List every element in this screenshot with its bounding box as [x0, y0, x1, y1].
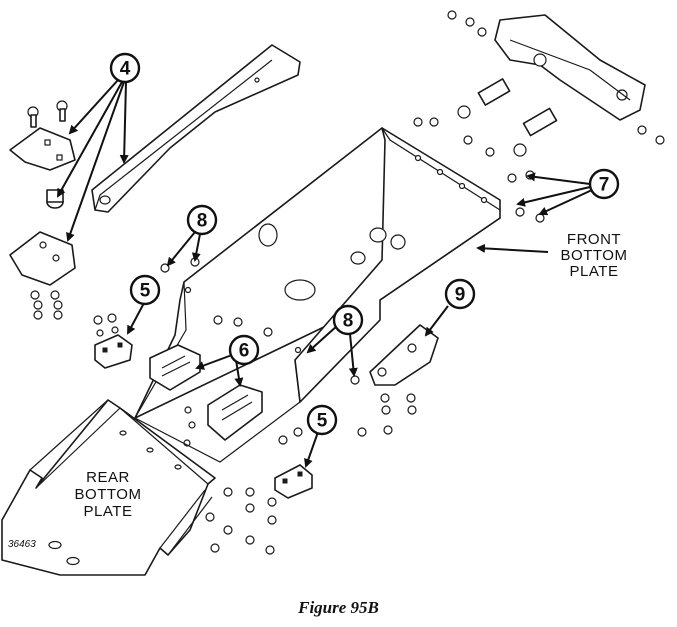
u-bracket-lower — [207, 384, 263, 441]
bracket-upper-left — [9, 100, 76, 209]
callout-5-left: 5 — [129, 274, 161, 306]
svg-text:FRONT: FRONT — [567, 231, 621, 248]
svg-text:8: 8 — [197, 211, 208, 232]
svg-text:8: 8 — [343, 311, 354, 332]
svg-text:BOTTOM: BOTTOM — [561, 247, 628, 264]
svg-text:6: 6 — [239, 341, 250, 362]
svg-text:REAR: REAR — [86, 469, 130, 486]
bracket-lower-left — [9, 231, 76, 320]
svg-text:5: 5 — [317, 411, 328, 432]
callout-8-left: 8 — [186, 204, 218, 236]
tray-hole — [258, 223, 278, 247]
svg-text:BOTTOM: BOTTOM — [75, 486, 142, 503]
hardware-cluster — [160, 257, 360, 555]
rear-bottom-plate — [1, 399, 216, 576]
svg-text:PLATE: PLATE — [570, 263, 619, 280]
u-bracket-upper — [149, 344, 201, 391]
plate-hole — [174, 464, 182, 470]
tray-hole — [390, 234, 406, 250]
callout-4: 4 — [109, 52, 141, 84]
drawing-number: 36463 — [8, 539, 36, 550]
svg-text:7: 7 — [599, 175, 610, 196]
callout-8-right: 8 — [332, 304, 364, 336]
mount-plate-9 — [357, 324, 439, 437]
plate-hole — [66, 556, 80, 566]
tray-hole — [284, 279, 316, 301]
svg-text:PLATE: PLATE — [84, 503, 133, 520]
tray-hole — [369, 227, 387, 243]
plate-hole — [48, 540, 62, 550]
plate-hole — [146, 447, 154, 453]
callout-5-right: 5 — [306, 404, 338, 436]
plate-5-left — [93, 313, 133, 369]
support-bar — [91, 44, 301, 213]
front-bracket-assembly — [413, 10, 665, 223]
figure-title: Figure 95B — [298, 598, 379, 617]
svg-text:9: 9 — [455, 285, 466, 306]
plate-5-right — [274, 427, 313, 499]
callout-9: 9 — [444, 278, 476, 310]
svg-text:4: 4 — [120, 59, 131, 80]
tray-hole — [350, 251, 366, 265]
front-bottom-plate-label: FRONT BOTTOM PLATE — [561, 231, 628, 280]
plate-hole — [119, 430, 127, 436]
rear-bottom-plate-label: REAR BOTTOM PLATE — [75, 469, 142, 520]
callout-7: 7 — [588, 168, 620, 200]
leader-lines — [57, 79, 593, 468]
svg-text:5: 5 — [140, 281, 151, 302]
callout-6: 6 — [228, 334, 260, 366]
